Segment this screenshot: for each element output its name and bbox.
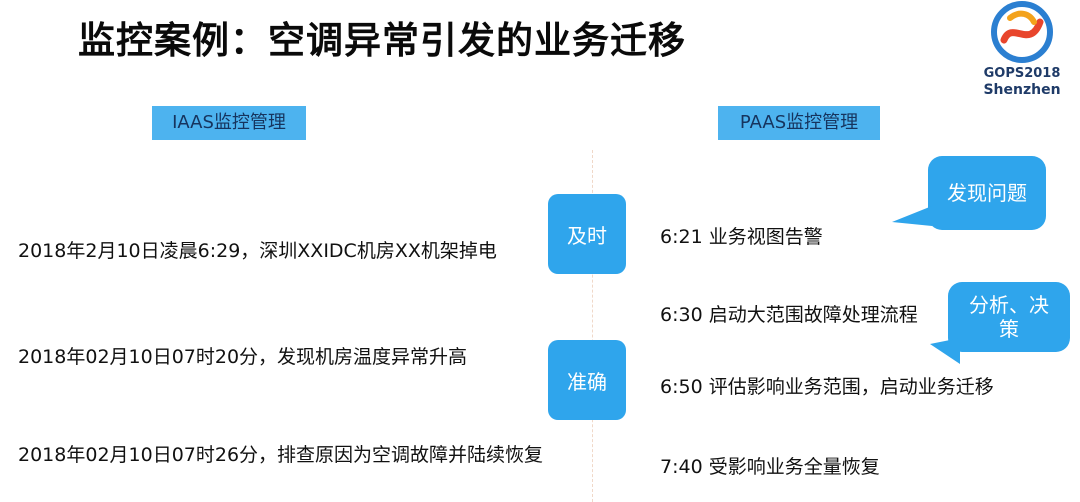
iaas-event-1: 2018年2月10日凌晨6:29，深圳XXIDC机房XX机架掉电 <box>18 240 497 262</box>
paas-event-3: 6:50 评估影响业务范围，启动业务迁移 <box>660 376 994 398</box>
iaas-event-3: 2018年02月10日07时26分，排查原因为空调故障并陆续恢复 <box>18 444 544 466</box>
analyze-decide-line-2: 策 <box>999 317 1019 341</box>
paas-section-label: PAAS监控管理 <box>718 106 880 140</box>
iaas-event-2: 2018年02月10日07时20分，发现机房温度异常升高 <box>18 346 468 368</box>
gops-logo: GOPS2018 Shenzhen <box>982 0 1062 104</box>
paas-event-1: 6:21 业务视图告警 <box>660 226 823 248</box>
analyze-decide-line-1: 分析、决 <box>969 293 1049 317</box>
iaas-section-label: IAAS监控管理 <box>152 106 306 140</box>
find-problem-callout-tail <box>892 206 932 226</box>
analyze-decide-callout-tail <box>930 338 960 364</box>
accurate-badge: 准确 <box>548 340 626 420</box>
paas-event-4: 7:40 受影响业务全量恢复 <box>660 456 880 478</box>
page-title: 监控案例：空调异常引发的业务迁移 <box>78 19 686 62</box>
paas-event-2: 6:30 启动大范围故障处理流程 <box>660 304 918 326</box>
find-problem-callout: 发现问题 <box>928 156 1046 230</box>
analyze-decide-callout: 分析、决 策 <box>948 282 1070 352</box>
timely-badge: 及时 <box>548 194 626 274</box>
logo-city: Shenzhen <box>983 82 1061 98</box>
logo-emblem-icon <box>991 1 1053 63</box>
timeline-divider <box>592 150 593 502</box>
logo-event-name: GOPS2018 <box>983 66 1061 81</box>
